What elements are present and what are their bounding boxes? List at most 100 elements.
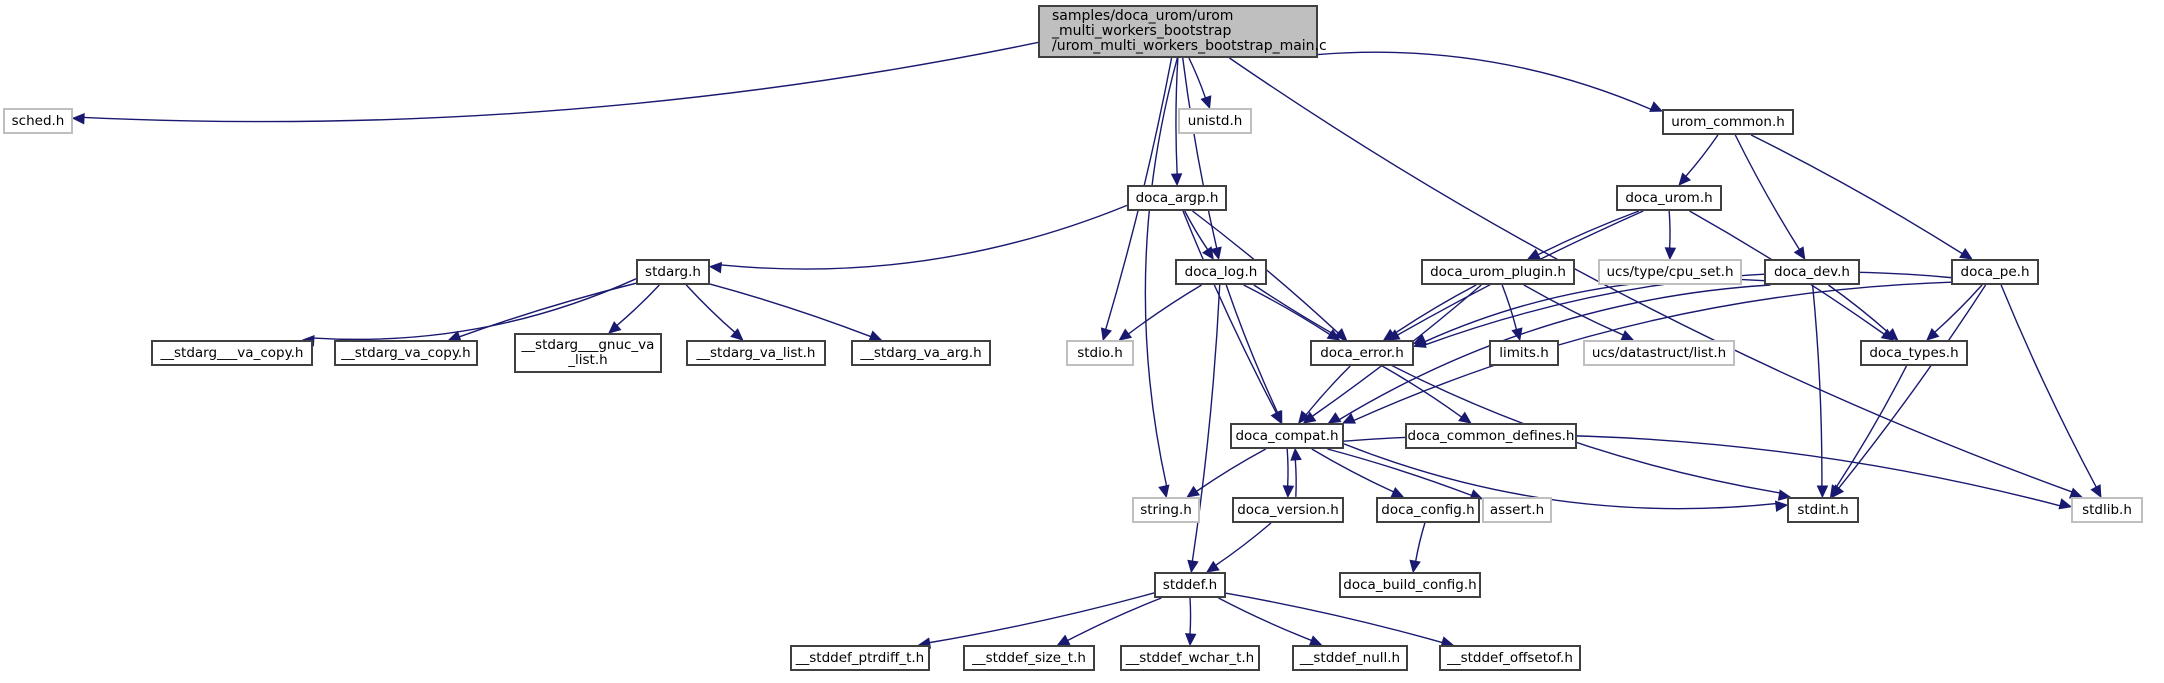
node-stdarg-va-copy-h[interactable]: __stdarg_va_copy.h: [334, 340, 478, 366]
edge-doca_dev-to-doca_error: [1424, 278, 1765, 343]
node-doca-common-defines-h[interactable]: doca_common_defines.h: [1405, 423, 1577, 449]
edge-doca_urom-to-doca_urom_plugin: [1537, 210, 1640, 256]
edge-doca_urom_plugin-to-doca_error: [1392, 284, 1477, 335]
node-stdarg-h[interactable]: stdarg.h: [636, 259, 710, 285]
edge-doca_dev-to-doca_types: [1827, 284, 1890, 334]
edge-root-to-urom_common: [1317, 51, 1652, 110]
edge-doca_argp-to-doca_compat: [1182, 210, 1277, 414]
edge-doca_config-to-doca_build_config: [1415, 522, 1426, 562]
edge-doca_pe-to-doca_compat: [1353, 281, 1952, 422]
edge-doca_compat-to-assert: [1327, 448, 1472, 497]
arrowhead-urom_common-to-doca_urom: [1678, 172, 1692, 186]
node-doca-version-h[interactable]: doca_version.h: [1232, 497, 1344, 523]
node-limits-h[interactable]: limits.h: [1489, 340, 1559, 366]
node-doca-argp-h[interactable]: doca_argp.h: [1127, 185, 1227, 211]
node-doca-error-h[interactable]: doca_error.h: [1310, 340, 1414, 366]
node-doca-urom-plugin-h[interactable]: doca_urom_plugin.h: [1421, 259, 1575, 285]
edge-root-to-string: [1144, 57, 1179, 487]
edge-stddef-to-sd_wchar: [1189, 597, 1192, 635]
arrowhead-doca_dev-to-stdint: [1816, 485, 1829, 499]
arrowhead-doca_argp-to-doca_log: [1202, 246, 1214, 260]
edge-doca_compat-to-doca_config: [1311, 448, 1394, 493]
edge-stdarg-to-sgnuc: [616, 284, 660, 326]
arrowhead-root-to-doca_argp: [1170, 173, 1183, 187]
arrowhead-doca_pe-to-doca_types: [1926, 328, 1940, 341]
node-unistd-h[interactable]: unistd.h: [1178, 108, 1252, 134]
edge-doca_error-to-doca_common_defines: [1381, 365, 1462, 418]
node-stddef-h[interactable]: stddef.h: [1154, 572, 1226, 598]
node-doca-pe-h[interactable]: doca_pe.h: [1951, 259, 2039, 285]
edge-stdarg-to-sva_copy2: [313, 278, 637, 341]
node-stdlib-h[interactable]: stdlib.h: [2071, 497, 2143, 523]
node-stdarg-va-list-h[interactable]: __stdarg_va_list.h: [686, 340, 826, 366]
node-doca-build-config-h[interactable]: doca_build_config.h: [1339, 572, 1481, 598]
arrowhead-stddef-to-sd_size: [1056, 634, 1071, 646]
node-stdint-h[interactable]: stdint.h: [1787, 497, 1859, 523]
arrowhead-doca_dev-to-doca_types: [1885, 328, 1899, 341]
arrowhead-doca_error-to-doca_compat: [1297, 410, 1311, 424]
node-sched-h[interactable]: sched.h: [3, 108, 73, 134]
arrowhead-doca_compat-to-string: [1186, 485, 1201, 498]
node-cpu-set-h[interactable]: ucs/type/cpu_set.h: [1598, 259, 1742, 285]
arrowhead-doca_log-to-stdio: [1118, 328, 1133, 341]
edge-stdarg-to-sva_arg: [709, 283, 871, 338]
node-string-h[interactable]: string.h: [1132, 497, 1200, 523]
edge-stdarg-to-sva_copy: [459, 282, 637, 338]
edge-doca_compat-to-stdint: [1343, 443, 1777, 510]
edge-root-to-doca_log: [1182, 57, 1218, 249]
edge-doca_compat-to-doca_version: [1286, 448, 1289, 487]
arrowhead-doca_compat-to-stdlib: [2058, 498, 2073, 510]
node-stddef-ptrdiff-t-h[interactable]: __stddef_ptrdiff_t.h: [790, 645, 930, 671]
edge-stddef-to-sd_offsetof: [1225, 592, 1443, 644]
arrowhead-doca_compat-to-doca_config: [1390, 486, 1405, 498]
edge-doca_compat-to-string: [1196, 448, 1267, 492]
edge-doca_pe-to-doca_types: [1934, 284, 1983, 333]
arrowhead-stddef-to-sd_wchar: [1184, 633, 1197, 647]
arrowhead-root-to-doca_log: [1210, 246, 1222, 261]
edge-root-to-stdlib: [1229, 57, 2073, 493]
node-stddef-size-t-h[interactable]: __stddef_size_t.h: [963, 645, 1095, 671]
node-stdio-h[interactable]: stdio.h: [1066, 340, 1134, 366]
edge-doca_version-to-stddef: [1215, 522, 1272, 566]
node-doca-config-h[interactable]: doca_config.h: [1376, 497, 1480, 523]
node-stddef-null-h[interactable]: __stddef_null.h: [1292, 645, 1408, 671]
node-stdarg-va-arg-h[interactable]: __stdarg_va_arg.h: [851, 340, 991, 366]
edge-stddef-to-sd_ptrdiff: [929, 592, 1155, 644]
edge-urom_common-to-doca_urom: [1685, 134, 1719, 177]
arrowhead-doca_urom_plugin-to-ucs_list: [1620, 330, 1635, 341]
node-assert-h[interactable]: assert.h: [1482, 497, 1552, 523]
edge-doca_dev-to-doca_compat: [1338, 284, 1771, 421]
edge-doca_argp-to-stdarg: [720, 204, 1128, 270]
arrowhead-doca_log-to-doca_compat: [1271, 410, 1283, 425]
edge-doca_log-to-stdint: [1253, 284, 1781, 494]
arrowhead-stdarg-to-sgnuc: [608, 321, 622, 334]
edge-root-to-doca_argp: [1175, 57, 1179, 175]
node-doca-log-h[interactable]: doca_log.h: [1175, 259, 1267, 285]
edge-root-to-sched: [83, 41, 1039, 123]
node-ucs-list-h[interactable]: ucs/datastruct/list.h: [1583, 340, 1735, 366]
node-stdarg-gnuc-va-list-h[interactable]: __stdarg___gnuc_va _list.h: [514, 333, 662, 373]
arrowhead-doca_version-to-doca_compat: [1290, 447, 1302, 461]
node-stddef-offsetof-h[interactable]: __stddef_offsetof.h: [1439, 645, 1581, 671]
node-doca-urom-h[interactable]: doca_urom.h: [1616, 185, 1722, 211]
node-stddef-wchar-t-h[interactable]: __stddef_wchar_t.h: [1120, 645, 1260, 671]
node-stdarg-underscore-va-copy-h[interactable]: __stdarg___va_copy.h: [151, 340, 313, 366]
arrowhead-root-to-string: [1158, 484, 1170, 499]
arrowhead-doca_compat-to-doca_version: [1282, 485, 1295, 499]
node-urom-common-h[interactable]: urom_common.h: [1662, 109, 1794, 135]
edge-urom_common-to-doca_dev: [1734, 134, 1800, 250]
edge-doca_error-to-doca_compat: [1305, 365, 1351, 416]
arrowhead-doca_config-to-doca_build_config: [1409, 559, 1421, 574]
node-doca-types-h[interactable]: doca_types.h: [1860, 340, 1968, 366]
arrowhead-doca_error-to-doca_common_defines: [1458, 411, 1472, 424]
edge-doca_log-to-stdio: [1128, 284, 1202, 335]
arrowhead-doca_log-to-stddef: [1187, 559, 1199, 574]
arrowhead-root-to-stdio: [1100, 327, 1112, 342]
edge-doca_types-to-stdint: [1835, 365, 1908, 488]
arrowhead-root-to-unistd: [1200, 95, 1212, 110]
arrowhead-doca_pe-to-stdlib: [2090, 484, 2102, 499]
node-doca-compat-h[interactable]: doca_compat.h: [1230, 423, 1344, 449]
edge-doca_dev-to-stdint: [1811, 284, 1823, 487]
arrowhead-doca_version-to-stddef: [1205, 560, 1220, 573]
node-doca-dev-h[interactable]: doca_dev.h: [1764, 259, 1860, 285]
